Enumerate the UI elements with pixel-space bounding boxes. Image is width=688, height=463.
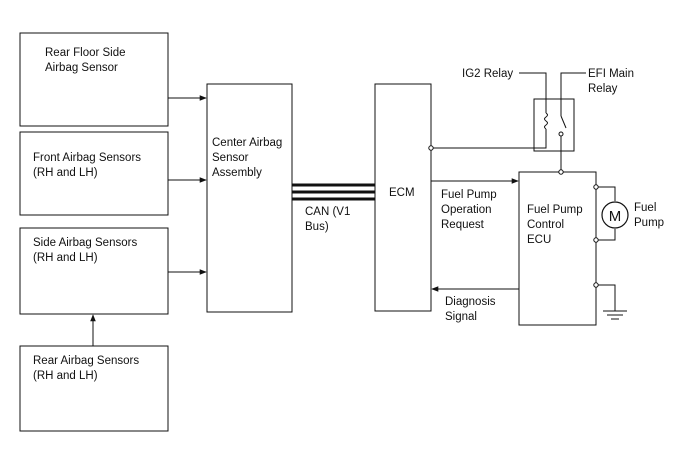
fuel-pump-motor-circuit: M <box>593 184 629 243</box>
side-airbag-sensors-label-line2: (RH and LH) <box>33 252 98 264</box>
ecm-label: ECM <box>389 187 415 199</box>
fuel-pump-label-line2: Pump <box>634 217 664 229</box>
fuel-pump-ecu-label-line3: ECU <box>527 234 551 246</box>
can-bus-label-line1: CAN (V1 <box>305 206 350 218</box>
relay-coil-icon <box>544 112 548 130</box>
rear-floor-side-sensor-label-line1: Rear Floor Side <box>45 47 126 59</box>
efi-relay-leader-line <box>560 72 586 107</box>
fuel-pump-label-line1: Fuel <box>634 202 656 214</box>
fuel-pump-control-ecu-block: Fuel Pump Control ECU <box>518 171 597 326</box>
side-airbag-sensors-block: Side Airbag Sensors (RH and LH) <box>19 227 169 315</box>
can-bus-lines <box>292 183 375 201</box>
center-airbag-sensor-assembly-block: Center Airbag Sensor Assembly <box>206 83 293 313</box>
ig2-relay-label: IG2 Relay <box>462 68 513 80</box>
fuel-pump-ecu-label-line1: Fuel Pump <box>527 204 583 216</box>
center-airbag-label-line2: Sensor <box>212 152 249 164</box>
ground-symbol <box>593 282 627 320</box>
rear-airbag-sensors-block: Rear Airbag Sensors (RH and LH) <box>19 345 169 432</box>
ecm-block: ECM <box>374 83 432 312</box>
relay-block <box>533 98 575 152</box>
center-airbag-label-line1: Center Airbag <box>212 137 282 149</box>
front-airbag-sensors-label-line2: (RH and LH) <box>33 167 98 179</box>
side-airbag-sensors-label-line1: Side Airbag Sensors <box>33 237 137 249</box>
diagnosis-signal-label-line1: Diagnosis <box>445 296 496 308</box>
front-airbag-sensors-block: Front Airbag Sensors (RH and LH) <box>19 131 169 216</box>
efi-main-relay-label-line2: Relay <box>588 83 618 95</box>
fuel-pump-request-label-line1: Fuel Pump <box>441 189 497 201</box>
ecm-to-relay-wire <box>431 145 547 149</box>
motor-symbol-label: M <box>609 208 622 225</box>
rear-floor-side-airbag-sensor-block: Rear Floor Side Airbag Sensor <box>19 32 169 127</box>
ig2-relay-leader-line <box>519 72 547 107</box>
diagnosis-signal-label-line2: Signal <box>445 311 477 323</box>
fuel-pump-request-label-line2: Operation <box>441 204 492 216</box>
fuel-pump-motor-icon <box>601 201 629 229</box>
rear-airbag-sensors-label-line2: (RH and LH) <box>33 370 98 382</box>
front-airbag-sensors-label-line1: Front Airbag Sensors <box>33 152 141 164</box>
fuel-pump-ecu-label-line2: Control <box>527 219 564 231</box>
efi-main-relay-label-line1: EFI Main <box>588 68 634 80</box>
fuel-pump-request-label-line3: Request <box>441 219 485 231</box>
relay-switch-icon <box>560 115 567 129</box>
center-airbag-label-line3: Assembly <box>212 167 262 179</box>
can-bus-label-line2: Bus) <box>305 221 329 233</box>
rear-airbag-sensors-label-line1: Rear Airbag Sensors <box>33 355 139 367</box>
rear-floor-side-sensor-label-line2: Airbag Sensor <box>45 62 118 74</box>
